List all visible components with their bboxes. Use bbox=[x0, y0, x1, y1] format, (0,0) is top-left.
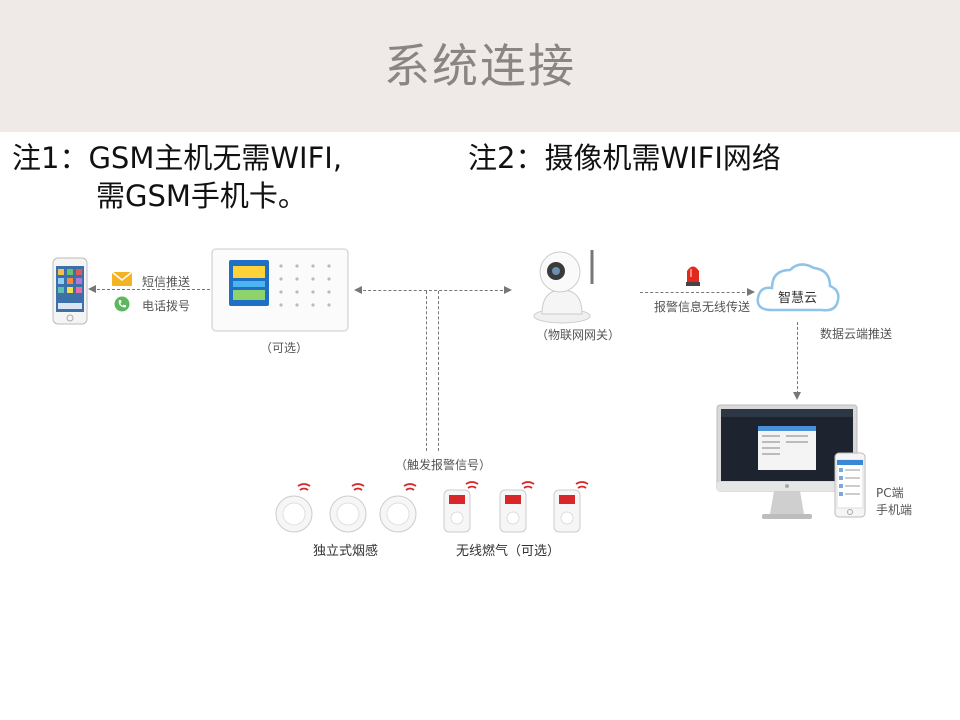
smart-cloud-label: 智慧云 bbox=[778, 291, 818, 306]
alarm-host-panel bbox=[211, 248, 349, 332]
gas-detector-icon bbox=[499, 481, 535, 533]
smoke-detectors-group bbox=[275, 483, 417, 533]
smartphone-icon bbox=[52, 257, 88, 325]
gas-detectors-group bbox=[443, 481, 589, 533]
smoke-detector-icon bbox=[379, 483, 417, 533]
alarm-light-icon bbox=[686, 266, 700, 286]
note-2: 注2：摄像机需WIFI网络 bbox=[468, 141, 781, 175]
cloud-pc-line bbox=[797, 322, 798, 394]
envelope-icon bbox=[111, 271, 133, 286]
sms-push-label: 短信推送 bbox=[142, 275, 191, 289]
gas-detector-icon bbox=[553, 481, 589, 533]
wireless-gas-label: 无线燃气（可选） bbox=[456, 544, 561, 559]
trigger-signal-label: （触发报警信号） bbox=[395, 458, 492, 472]
arrow-left-icon bbox=[354, 286, 362, 294]
smoke-detector-icon bbox=[275, 483, 313, 533]
host-to-phone-line bbox=[92, 289, 210, 290]
cloud-icon bbox=[756, 263, 840, 312]
arrow-right-icon bbox=[504, 286, 512, 294]
camera-cloud-line bbox=[640, 292, 750, 293]
smoke-detector-label: 独立式烟感 bbox=[313, 544, 379, 559]
arrow-left-icon bbox=[88, 285, 96, 293]
trigger-line-left bbox=[426, 291, 427, 451]
iot-gateway-label: （物联网网关） bbox=[536, 328, 621, 342]
gas-detector-icon bbox=[443, 481, 479, 533]
pc-client-label: PC端 bbox=[876, 486, 904, 500]
phone-call-icon bbox=[114, 296, 130, 312]
trigger-line-right bbox=[438, 291, 439, 451]
arrow-right-icon bbox=[747, 288, 755, 296]
host-optional-label: （可选） bbox=[260, 341, 309, 355]
smoke-detector-icon bbox=[329, 483, 367, 533]
mobile-client-label: 手机端 bbox=[876, 503, 913, 517]
phone-dial-label: 电话拨号 bbox=[142, 299, 191, 313]
mobile-phone-icon bbox=[834, 452, 866, 518]
cloud-push-label: 数据云端推送 bbox=[820, 327, 893, 341]
host-camera-line bbox=[358, 290, 508, 291]
note-1-line-2: 需GSM手机卡。 bbox=[96, 179, 307, 213]
page-title: 系统连接 bbox=[384, 39, 576, 93]
header-bar: 系统连接 bbox=[0, 0, 960, 132]
desktop-computer-icon bbox=[716, 404, 858, 519]
ip-camera-icon bbox=[533, 250, 594, 324]
alarm-wireless-label: 报警信息无线传送 bbox=[654, 300, 751, 314]
note-1-line-1: 注1：GSM主机无需WIFI, bbox=[12, 141, 343, 175]
arrow-down-icon bbox=[793, 392, 801, 400]
